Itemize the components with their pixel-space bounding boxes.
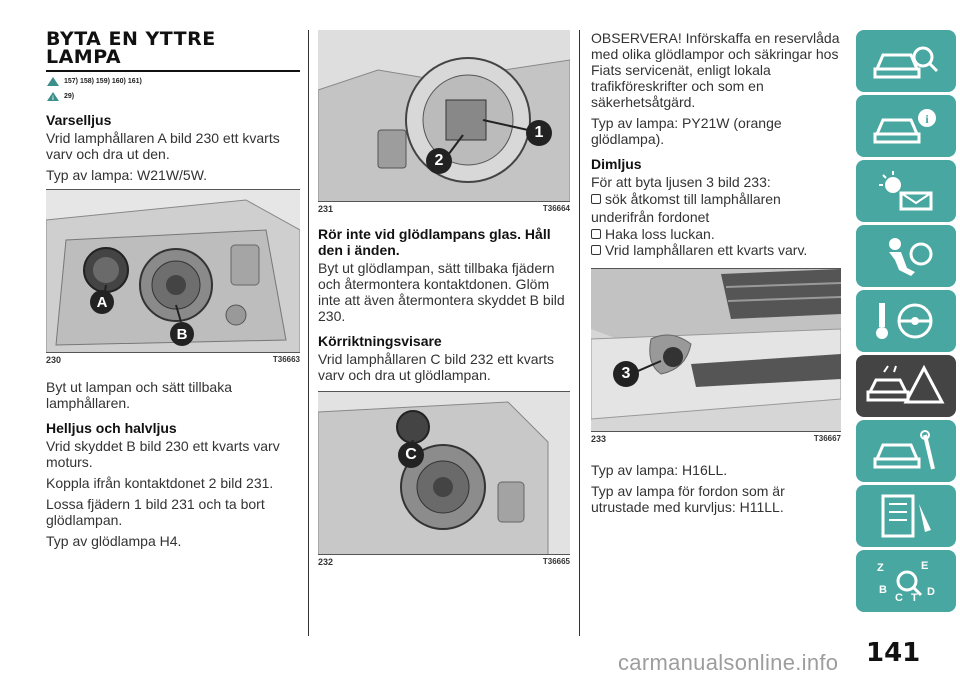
car-maintenance-icon — [873, 430, 935, 470]
key-steering-wheel-icon — [876, 303, 933, 339]
headlamp-bulb-illustration — [318, 30, 570, 201]
paragraph-lamp-type-w21w: Typ av lampa: W21W/5W. — [46, 167, 208, 183]
warning-refs-2: i 29) — [46, 91, 300, 102]
svg-text:Z: Z — [877, 562, 884, 574]
warning-triangle-icon — [47, 77, 59, 86]
paragraph-dimljus: För att byta ljusen 3 bild 233: — [591, 174, 771, 190]
caution-refs-text[interactable]: 29) — [64, 93, 75, 100]
checkbox-icon — [591, 229, 601, 239]
paragraph-helljus-2: Koppla ifrån kontaktdonet 2 bild 231. — [46, 475, 274, 491]
warning-refs-text[interactable]: 157) 158) 159) 160) 161) — [64, 78, 142, 85]
column-1: BYTA EN YTTRE LAMPA 157) 158) 159) 160) … — [46, 30, 300, 554]
figure-230-number: 230 — [46, 355, 62, 365]
emergency-breakdown-icon — [866, 364, 945, 404]
label-a: A — [90, 290, 114, 314]
svg-text:B: B — [879, 584, 887, 596]
sidebar-item-airbag-safety[interactable] — [856, 225, 956, 287]
svg-text:E: E — [921, 560, 928, 572]
paragraph-korriktningsvisare: Vrid lamphållaren C bild 232 ett kvarts … — [318, 351, 555, 383]
bullet-3: Vrid lamphållaren ett kvarts varv. — [591, 242, 841, 258]
bullet-1: sök åtkomst till lamphållaren — [591, 191, 841, 207]
warning-refs-1: 157) 158) 159) 160) 161) — [46, 76, 300, 87]
heading-korriktningsvisare: Körriktningsvisare — [318, 333, 442, 349]
dashboard-lights-icon — [879, 171, 933, 211]
bullet-2: Haka loss luckan. — [591, 226, 841, 242]
front-bumper-fog-light-illustration — [591, 269, 841, 431]
paragraph-lamp-type-h16ll: Typ av lampa: H16LL. — [591, 462, 728, 478]
column-3: OBSERVERA! Införskaffa en reservlåda med… — [591, 30, 841, 520]
paragraph-underifran: underifrån fordonet — [591, 209, 710, 225]
svg-text:i: i — [52, 96, 54, 102]
figure-231-number: 231 — [318, 204, 334, 214]
figure-233-code: T36667 — [813, 434, 841, 443]
figure-233-number: 233 — [591, 434, 607, 444]
label-1: 1 — [526, 120, 552, 146]
car-info-icon: i — [873, 109, 936, 144]
sidebar-item-car-info[interactable]: i — [856, 95, 956, 157]
indicator-lamp-illustration — [318, 392, 570, 554]
paragraph-lamp-type-h11ll: Typ av lampa för fordon som är utrustade… — [591, 483, 785, 515]
figure-233: 3 — [591, 268, 841, 432]
label-3: 3 — [613, 361, 639, 387]
figure-232-caption: 232 T36665 — [318, 557, 570, 567]
paragraph-observera: OBSERVERA! Införskaffa en reservlåda med… — [591, 30, 840, 110]
sidebar-item-technical-data[interactable] — [856, 485, 956, 547]
heading-helljus: Helljus och halvljus — [46, 420, 177, 436]
paragraph-helljus-1: Vrid skyddet B bild 230 ett kvarts varv … — [46, 438, 280, 470]
figure-232-number: 232 — [318, 557, 334, 567]
paragraph-varselljus: Vrid lamphållaren A bild 230 ett kvarts … — [46, 130, 280, 162]
paragraph-byt-glodlampan: Byt ut glödlampan, sätt tillbaka fjädern… — [318, 260, 565, 324]
page-title: BYTA EN YTTRE LAMPA — [46, 28, 300, 68]
paragraph-helljus-4: Typ av glödlampa H4. — [46, 533, 182, 549]
watermark[interactable]: carmanualsonline.info — [618, 650, 839, 675]
checkbox-icon — [591, 194, 601, 204]
figure-230: A B — [46, 189, 300, 353]
title-line-1: BYTA EN YTTRE — [46, 28, 216, 50]
heading-varselljus: Varselljus — [46, 112, 112, 128]
column-divider-1 — [308, 30, 309, 636]
svg-text:C: C — [895, 592, 903, 604]
heading-dont-touch-glass: Rör inte vid glödlampans glas. Håll den … — [318, 226, 551, 258]
title-line-2: LAMPA — [46, 46, 122, 68]
paragraph-lamp-type-py21w: Typ av lampa: PY21W (orange glödlampa). — [591, 115, 782, 147]
figure-231: 1 2 — [318, 30, 570, 202]
figure-231-code: T36664 — [542, 204, 570, 213]
svg-text:T: T — [911, 592, 918, 604]
car-search-icon — [873, 46, 939, 79]
figure-231-caption: 231 T36664 — [318, 204, 570, 214]
heading-dimljus: Dimljus — [591, 156, 642, 172]
sidebar-item-maintenance[interactable] — [856, 420, 956, 482]
checkbox-icon — [591, 245, 601, 255]
technical-data-icon — [881, 494, 931, 538]
airbag-safety-icon — [889, 238, 933, 276]
svg-text:D: D — [927, 586, 935, 598]
bullet-3-text: Vrid lamphållaren ett kvarts varv. — [605, 242, 808, 258]
label-c: C — [398, 442, 424, 468]
figure-232-code: T36665 — [542, 557, 570, 566]
figure-232: C — [318, 391, 570, 555]
sidebar-item-car-search[interactable] — [856, 30, 956, 92]
sidebar-item-emergency[interactable] — [856, 355, 956, 417]
bullet-1-text: sök åtkomst till lamphållaren — [605, 191, 781, 207]
label-2: 2 — [426, 148, 452, 174]
figure-230-code: T36663 — [272, 355, 300, 364]
paragraph-byt-lampan: Byt ut lampan och sätt tillbaka lamphåll… — [46, 379, 232, 411]
svg-text:i: i — [925, 112, 929, 126]
figure-233-caption: 233 T36667 — [591, 434, 841, 444]
title-rule — [46, 70, 300, 72]
label-b: B — [170, 322, 194, 346]
column-divider-2 — [579, 30, 580, 636]
figure-230-caption: 230 T36663 — [46, 355, 300, 365]
page-number: 141 — [866, 638, 921, 668]
sidebar-item-dashboard-lights[interactable] — [856, 160, 956, 222]
paragraph-helljus-3: Lossa fjädern 1 bild 231 och ta bort glö… — [46, 496, 265, 528]
sidebar-item-key-steering[interactable] — [856, 290, 956, 352]
caution-triangle-icon: i — [47, 92, 59, 102]
column-2: 1 2 231 T36664 Rör inte vid glödlampans … — [318, 30, 570, 567]
headlamp-rear-illustration — [46, 190, 300, 352]
bullet-2-text: Haka loss luckan. — [605, 226, 715, 242]
